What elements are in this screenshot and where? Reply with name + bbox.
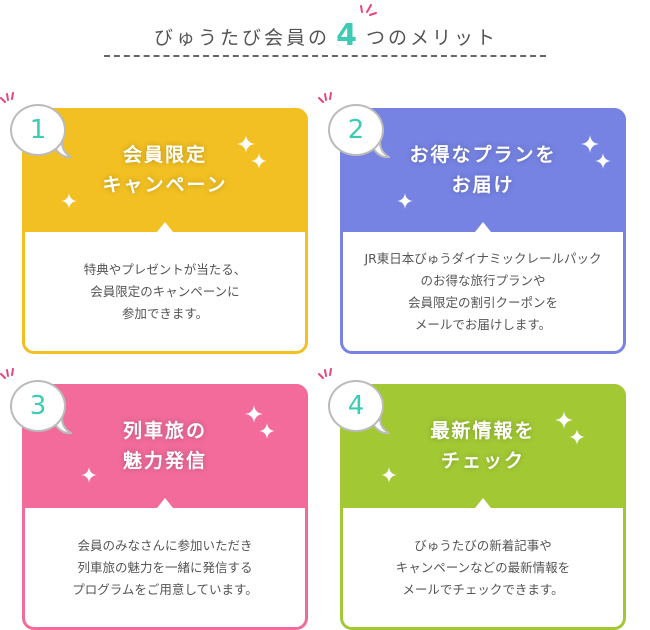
card-description: びゅうたびの新着記事や キャンペーンなどの最新情報を メールでチェックできます。 <box>395 537 571 597</box>
dashed-divider <box>104 55 546 57</box>
pointer-arrow <box>475 498 491 508</box>
page-title: びゅうたび会員の 4 つのメリット <box>106 4 546 53</box>
card-title: お得なプランを お届け <box>409 144 557 196</box>
card-description: 特典やプレゼントが当たる、 会員限定のキャンペーンに 参加できます。 <box>83 261 247 321</box>
badge-number: 2 <box>328 104 384 156</box>
badge-number: 4 <box>328 380 384 432</box>
section-header: びゅうたび会員の 4 つのメリット <box>0 0 650 70</box>
number-badge-3: 3 <box>0 368 72 435</box>
card-title: 最新情報を チェック <box>430 420 536 472</box>
sparkle-icon <box>581 135 599 153</box>
card-description: JR東日本びゅうダイナミックレールパック のお得な旅行プランや 会員限定の割引ク… <box>364 250 602 332</box>
pointer-arrow <box>475 222 491 232</box>
merit-card-1: 会員限定 キャンペーン 特典やプレゼントが当たる、 会員限定のキャンペーンに 参… <box>22 108 308 354</box>
pointer-arrow <box>157 498 173 508</box>
emphasis-lines-icon <box>318 368 332 379</box>
title-number: 4 <box>336 4 378 53</box>
emphasis-lines-icon <box>0 92 14 103</box>
number-badge-4: 4 <box>318 368 390 435</box>
card-title: 列車旅の 魅力発信 <box>122 420 207 472</box>
card-title: 会員限定 キャンペーン <box>102 144 228 196</box>
sparkle-icon <box>555 411 573 429</box>
sparkle-icon <box>397 193 413 209</box>
sparkle-icon <box>381 467 397 483</box>
badge-number: 1 <box>10 104 66 156</box>
merit-card-2: お得なプランを お届け JR東日本びゅうダイナミックレールパック のお得な旅行プ… <box>340 108 626 354</box>
emphasis-lines-icon <box>360 4 378 16</box>
pointer-arrow <box>157 222 173 232</box>
sparkle-icon <box>237 135 255 153</box>
title-text-before: びゅうたび会員の <box>154 27 331 49</box>
merit-card-3: 列車旅の 魅力発信 会員のみなさんに参加いただき 列車旅の魅力を一緒に発信する … <box>22 384 308 630</box>
sparkle-icon <box>259 423 275 439</box>
number-badge-2: 2 <box>318 92 390 159</box>
sparkle-icon <box>595 153 611 169</box>
emphasis-lines-icon <box>318 92 332 103</box>
sparkle-icon <box>569 429 585 445</box>
merit-card-4: 最新情報を チェック びゅうたびの新着記事や キャンペーンなどの最新情報を メー… <box>340 384 626 630</box>
card-header: 会員限定 キャンペーン <box>22 108 308 232</box>
sparkle-icon <box>245 405 263 423</box>
sparkle-icon <box>81 467 97 483</box>
emphasis-lines-icon <box>0 368 14 379</box>
badge-number: 3 <box>10 380 66 432</box>
card-description: 会員のみなさんに参加いただき 列車旅の魅力を一緒に発信する プログラムをご用意し… <box>72 537 258 597</box>
title-text-after: つのメリット <box>365 27 498 49</box>
sparkle-icon <box>61 193 77 209</box>
sparkle-icon <box>251 153 267 169</box>
number-badge-1: 1 <box>0 92 72 159</box>
title-number-value: 4 <box>336 18 360 53</box>
card-header: お得なプランを お届け <box>340 108 626 232</box>
card-header: 列車旅の 魅力発信 <box>22 384 308 508</box>
card-header: 最新情報を チェック <box>340 384 626 508</box>
